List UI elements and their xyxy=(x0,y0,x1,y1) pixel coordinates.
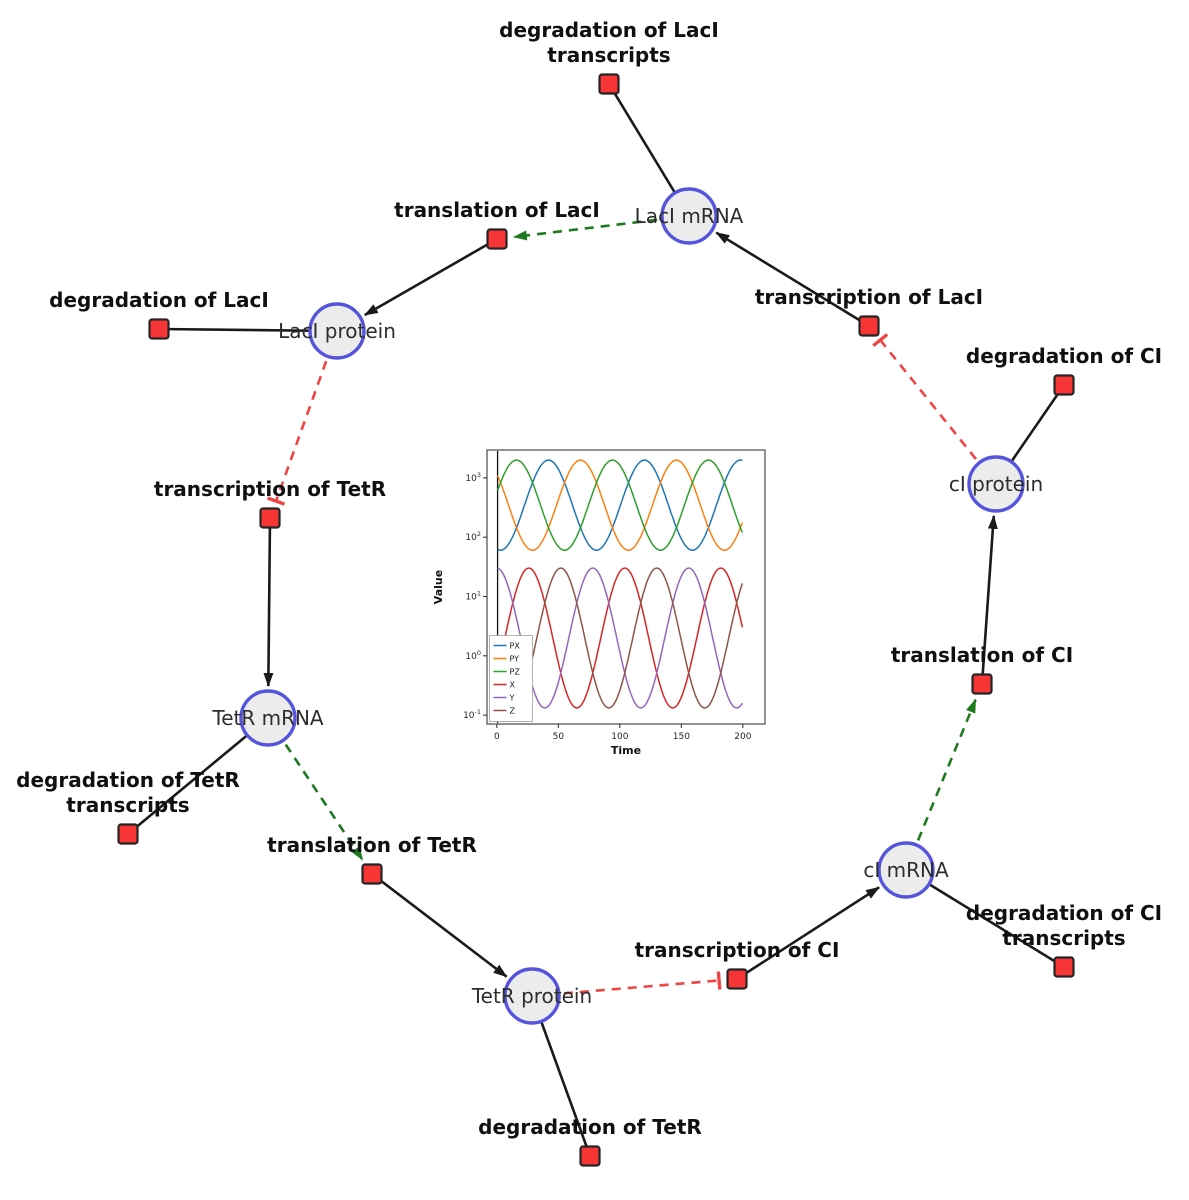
series-PY xyxy=(496,459,744,551)
x-tick-label: 0 xyxy=(494,732,500,742)
edge-production-translation-laci-laci-protein xyxy=(363,237,498,317)
species-node-laci-mrna[interactable] xyxy=(660,187,718,245)
series-PX xyxy=(497,459,743,551)
reaction-node-deg-laci[interactable] xyxy=(148,318,170,340)
x-axis-label: Time xyxy=(611,744,641,757)
node-layer xyxy=(117,73,1075,1167)
series-PZ xyxy=(496,459,744,551)
reaction-node-translation-laci[interactable] xyxy=(486,228,508,250)
edge-production-translation-ci-ci-protein xyxy=(980,514,998,685)
edge-production-transcription-tetr-tetr-mrna xyxy=(263,517,274,688)
legend-entry-PX: PX xyxy=(510,641,521,650)
legend-entry-X: X xyxy=(510,680,516,689)
legend-entry-Y: Y xyxy=(509,693,515,702)
reaction-node-translation-tetr[interactable] xyxy=(361,863,383,885)
y-tick-label: 102 xyxy=(465,530,481,543)
reaction-node-deg-tetr-tx[interactable] xyxy=(117,823,139,845)
edge-production-transcription-ci-ci-mrna xyxy=(736,886,880,981)
edge-consumption-ci-mrna-deg-ci-tx xyxy=(905,868,1065,969)
edge-modifier-tetr-mrna-translation-tetr xyxy=(266,717,364,861)
species-node-ci-protein[interactable] xyxy=(967,455,1025,513)
legend-box xyxy=(489,635,533,722)
series-X xyxy=(496,567,744,709)
reaction-node-transcription-tetr[interactable] xyxy=(259,507,281,529)
series-Y xyxy=(497,567,744,709)
edge-consumption-tetr-mrna-deg-tetr-tx xyxy=(127,716,269,836)
species-node-laci-protein[interactable] xyxy=(308,302,366,360)
reaction-node-transcription-laci[interactable] xyxy=(858,315,880,337)
series-Z xyxy=(496,567,744,709)
edge-production-transcription-laci-laci-mrna xyxy=(715,231,870,328)
y-tick-label: 10-1 xyxy=(463,708,481,721)
edge-consumption-laci-protein-deg-laci xyxy=(158,327,338,333)
reaction-node-deg-ci[interactable] xyxy=(1053,374,1075,396)
species-node-tetr-protein[interactable] xyxy=(503,967,561,1025)
edge-production-translation-tetr-tetr-protein xyxy=(371,872,508,978)
reaction-node-transcription-ci[interactable] xyxy=(726,968,748,990)
edge-modifier-laci-mrna-translation-laci xyxy=(512,214,690,241)
legend-entry-PY: PY xyxy=(510,654,520,663)
x-tick-label: 50 xyxy=(553,732,565,742)
reaction-node-deg-tetr[interactable] xyxy=(579,1145,601,1167)
x-tick-label: 150 xyxy=(673,732,690,742)
species-node-tetr-mrna[interactable] xyxy=(239,689,297,747)
reaction-node-deg-ci-tx[interactable] xyxy=(1053,956,1075,978)
y-tick-label: 101 xyxy=(465,589,481,602)
x-tick-label: 200 xyxy=(734,732,751,742)
y-tick-label: 100 xyxy=(465,649,481,662)
legend-entry-Z: Z xyxy=(510,706,516,715)
reaction-node-deg-laci-tx[interactable] xyxy=(598,73,620,95)
edge-inhibition-laci-protein-transcription-tetr xyxy=(267,330,339,506)
legend-entry-PZ: PZ xyxy=(510,667,521,676)
species-node-ci-mrna[interactable] xyxy=(877,841,935,899)
y-tick-label: 103 xyxy=(465,471,481,484)
y-axis-label: Value xyxy=(432,570,445,604)
x-tick-label: 100 xyxy=(611,732,628,742)
reaction-node-translation-ci[interactable] xyxy=(971,673,993,695)
